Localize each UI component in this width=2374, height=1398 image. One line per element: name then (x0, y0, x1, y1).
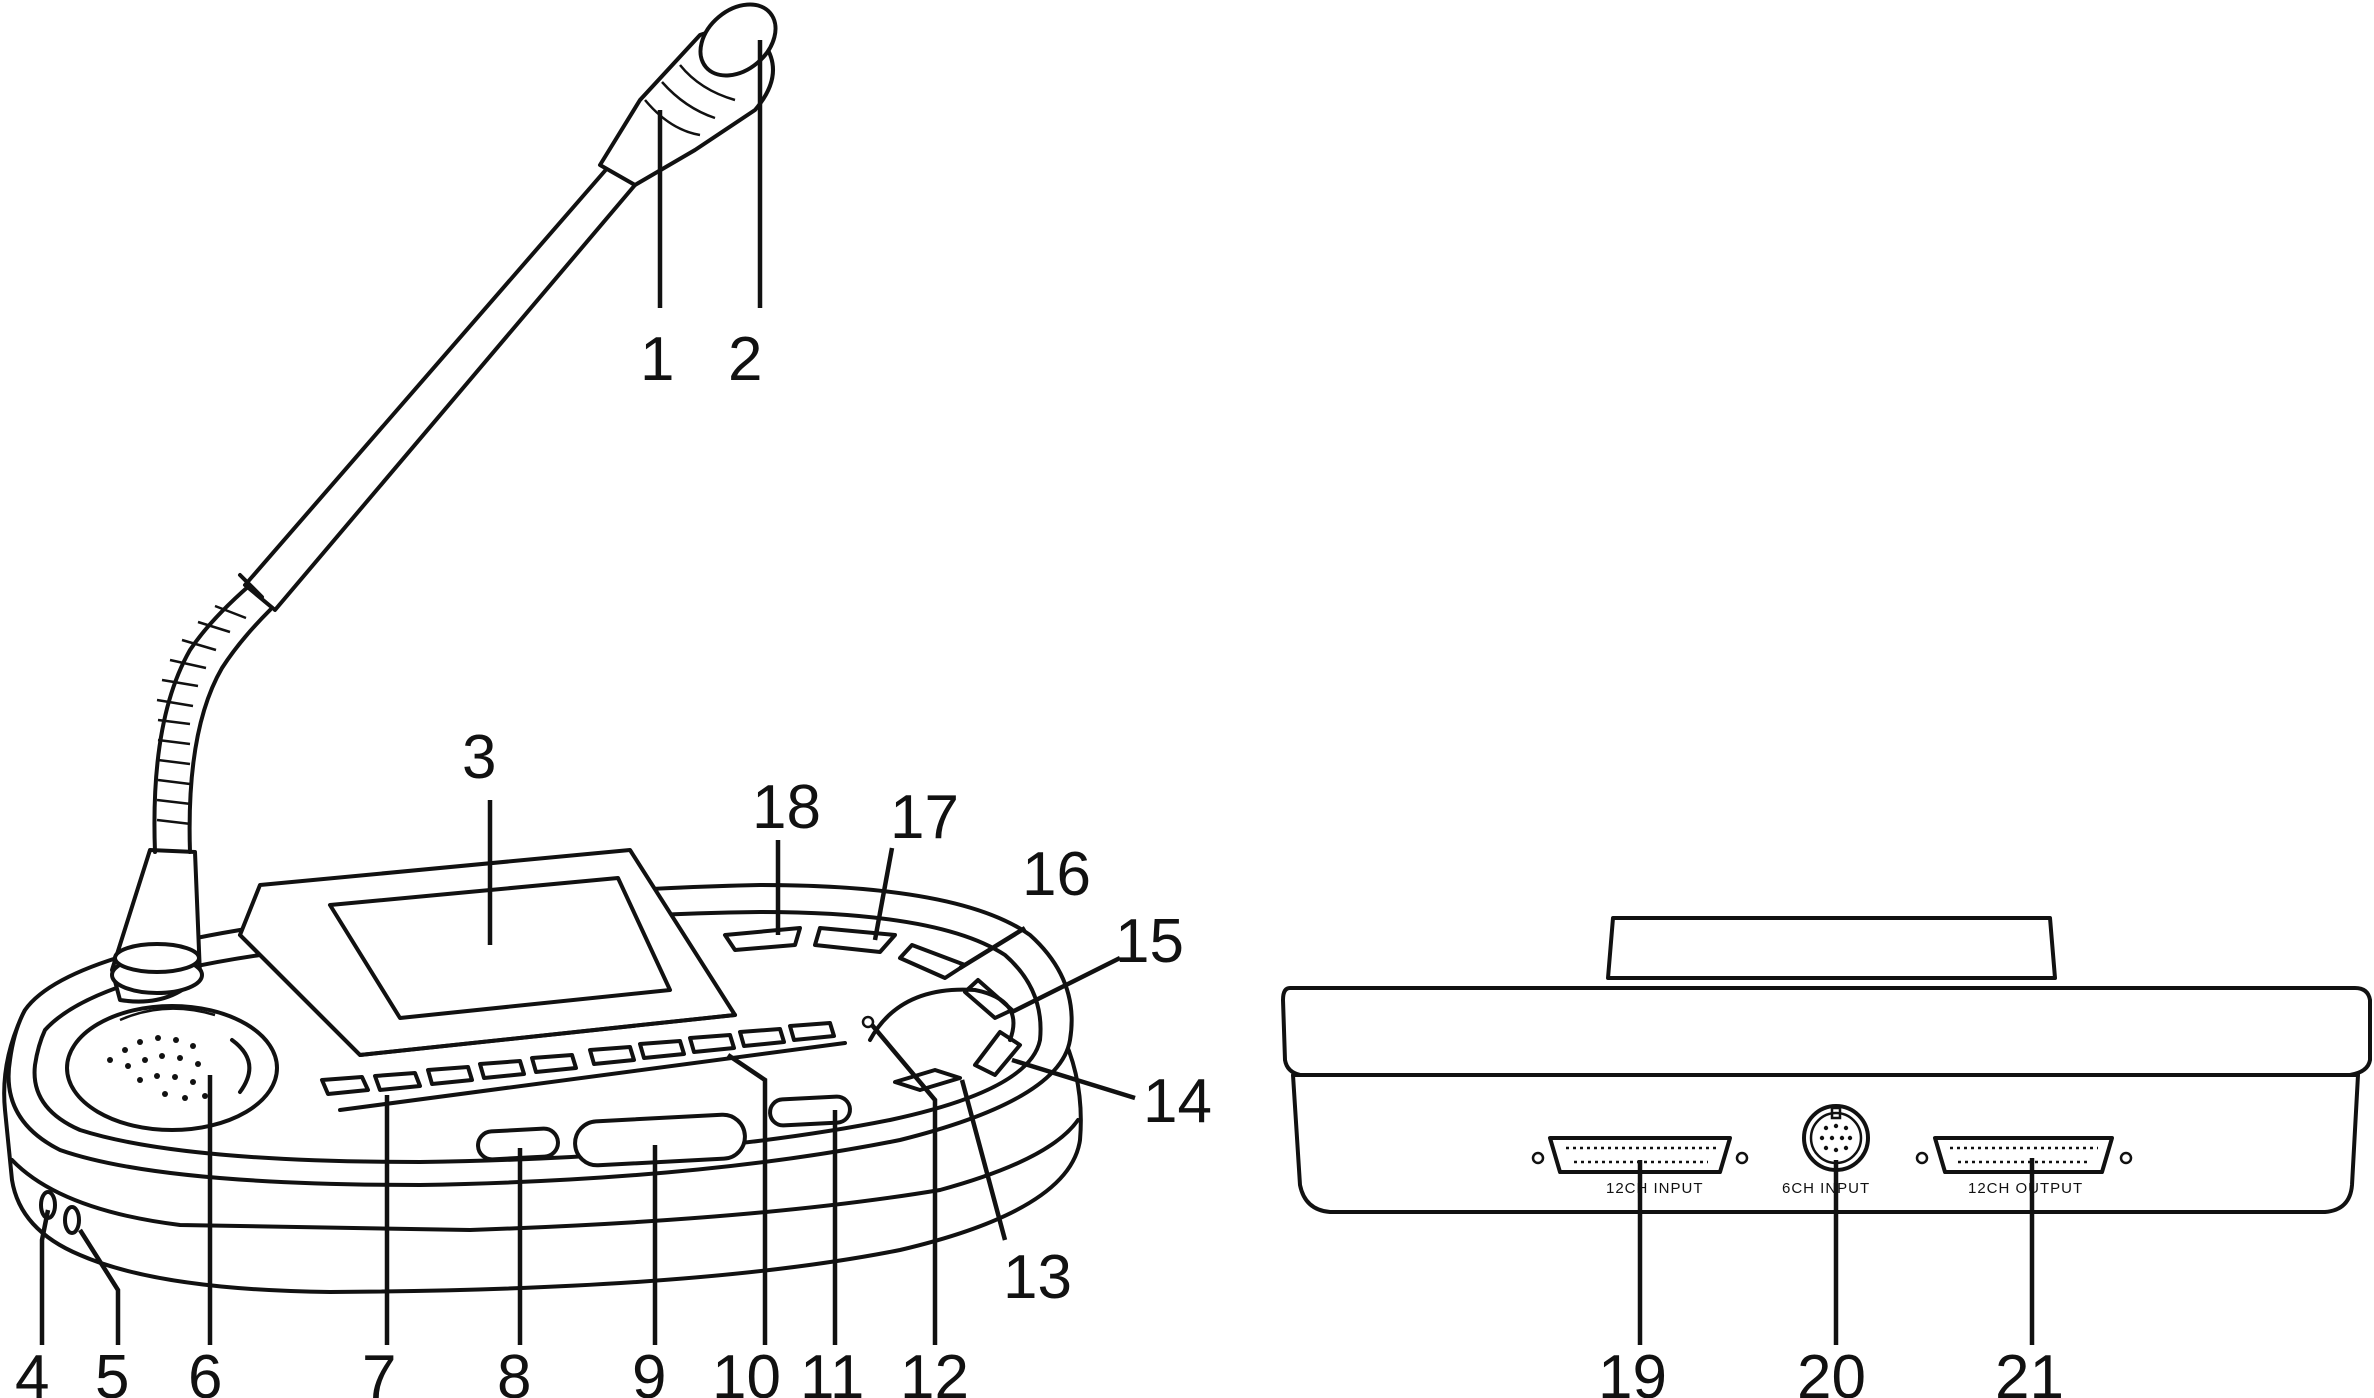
console-rear-view: 12CH INPUT 6CH INPUT 12CH OUTPUT (1281, 916, 2372, 1214)
callout-6: 6 (188, 1343, 222, 1398)
rear-body-top (1281, 986, 2372, 1077)
callout-10: 10 (712, 1343, 781, 1398)
console-perspective-view (2, 2, 1083, 1294)
callout-14: 14 (1143, 1067, 1212, 1136)
jack-5 (63, 1205, 81, 1235)
callout-8: 8 (497, 1343, 531, 1398)
callout-13: 13 (1003, 1243, 1072, 1312)
callout-3: 3 (462, 723, 496, 792)
callout-18: 18 (752, 773, 821, 842)
callout-12: 12 (900, 1343, 969, 1398)
12ch-input-connector: 12CH INPUT (1531, 1136, 1749, 1197)
rear-display-top (1606, 916, 2057, 980)
callout-4: 4 (15, 1343, 49, 1398)
button-9 (573, 1112, 747, 1168)
callout-9: 9 (632, 1343, 666, 1398)
callout-7: 7 (362, 1343, 396, 1398)
callout-17: 17 (890, 783, 959, 852)
12ch-input-label: 12CH INPUT (1606, 1180, 1704, 1197)
callout-leaders (39, 40, 2035, 1345)
callout-2: 2 (728, 325, 762, 394)
6ch-input-label: 6CH INPUT (1782, 1180, 1870, 1197)
callout-labels: 1 2 3 4 5 6 7 8 9 10 11 12 13 14 15 16 1… (15, 325, 2064, 1398)
callout-1: 1 (640, 325, 674, 394)
callout-20: 20 (1797, 1343, 1866, 1398)
lcd-display (238, 848, 737, 1057)
button-11 (768, 1094, 852, 1128)
callout-16: 16 (1022, 840, 1091, 909)
callout-15: 15 (1115, 907, 1184, 976)
speaker-grille (65, 1004, 279, 1132)
12ch-output-label: 12CH OUTPUT (1968, 1180, 2083, 1197)
12ch-output-connector: 12CH OUTPUT (1915, 1136, 2133, 1197)
microphone-gooseneck (110, 2, 778, 1004)
callout-5: 5 (95, 1343, 129, 1398)
callout-21: 21 (1995, 1343, 2064, 1398)
status-led (861, 1015, 875, 1029)
callout-19: 19 (1598, 1343, 1667, 1398)
preset-key-row (320, 1015, 875, 1112)
callout-11: 11 (800, 1343, 864, 1398)
